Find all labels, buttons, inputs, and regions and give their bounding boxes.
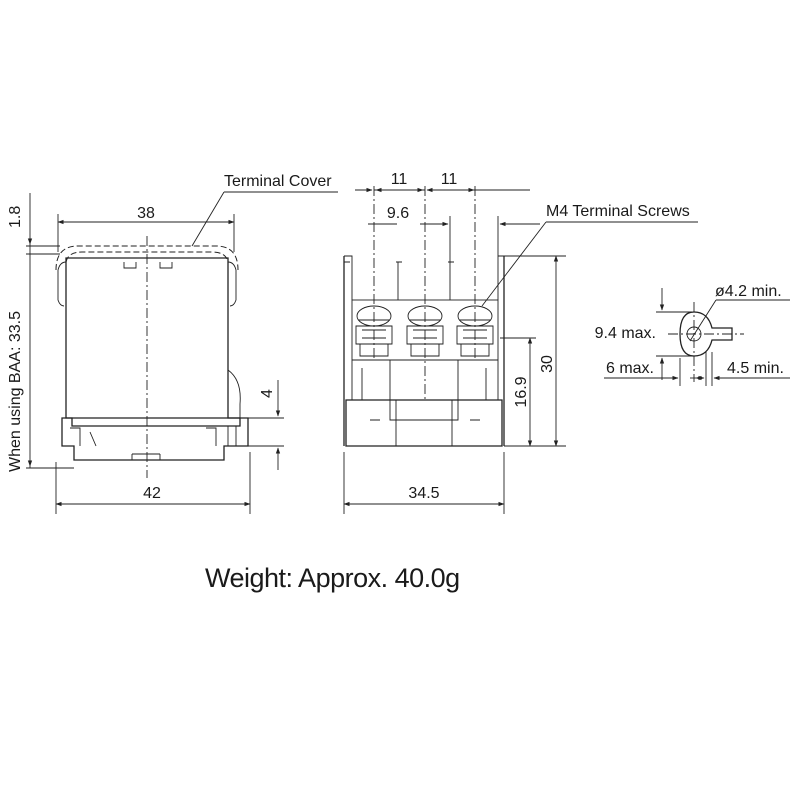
dim-9-6: 9.6 <box>387 205 409 222</box>
length-min-label: 4.5 min. <box>727 360 784 377</box>
baa-note: When using BAA: 33.5 <box>7 311 24 472</box>
dim-pitch-b: 11 <box>441 171 458 188</box>
dim-16-9: 16.9 <box>513 376 530 407</box>
dim-42: 42 <box>143 485 161 502</box>
dim-4: 4 <box>259 389 276 398</box>
side-view-dimensions: 38 42 When using BAA: 33.5 1.8 4 Termina… <box>7 173 338 514</box>
depth-max-label: 6 max. <box>606 360 654 377</box>
dim-pitch-a: 11 <box>391 171 408 188</box>
dim-34-5: 34.5 <box>408 485 439 502</box>
terminal-detail: ø4.2 min. 9.4 max. 6 max. 4.5 min. <box>595 283 790 386</box>
side-view <box>55 236 249 478</box>
width-max-label: 9.4 max. <box>595 325 656 342</box>
dim-30: 30 <box>539 355 556 373</box>
front-view <box>343 186 505 447</box>
dim-1-8: 1.8 <box>7 206 24 228</box>
front-view-dimensions: 11 11 9.6 M4 Terminal Screws 30 16.9 34.… <box>343 171 698 514</box>
weight-label: Weight: Approx. 40.0g <box>205 563 460 593</box>
terminal-cover-label: Terminal Cover <box>224 173 332 190</box>
hole-dia-label: ø4.2 min. <box>715 283 782 300</box>
m4-label: M4 Terminal Screws <box>546 203 690 220</box>
dim-38: 38 <box>137 205 155 222</box>
